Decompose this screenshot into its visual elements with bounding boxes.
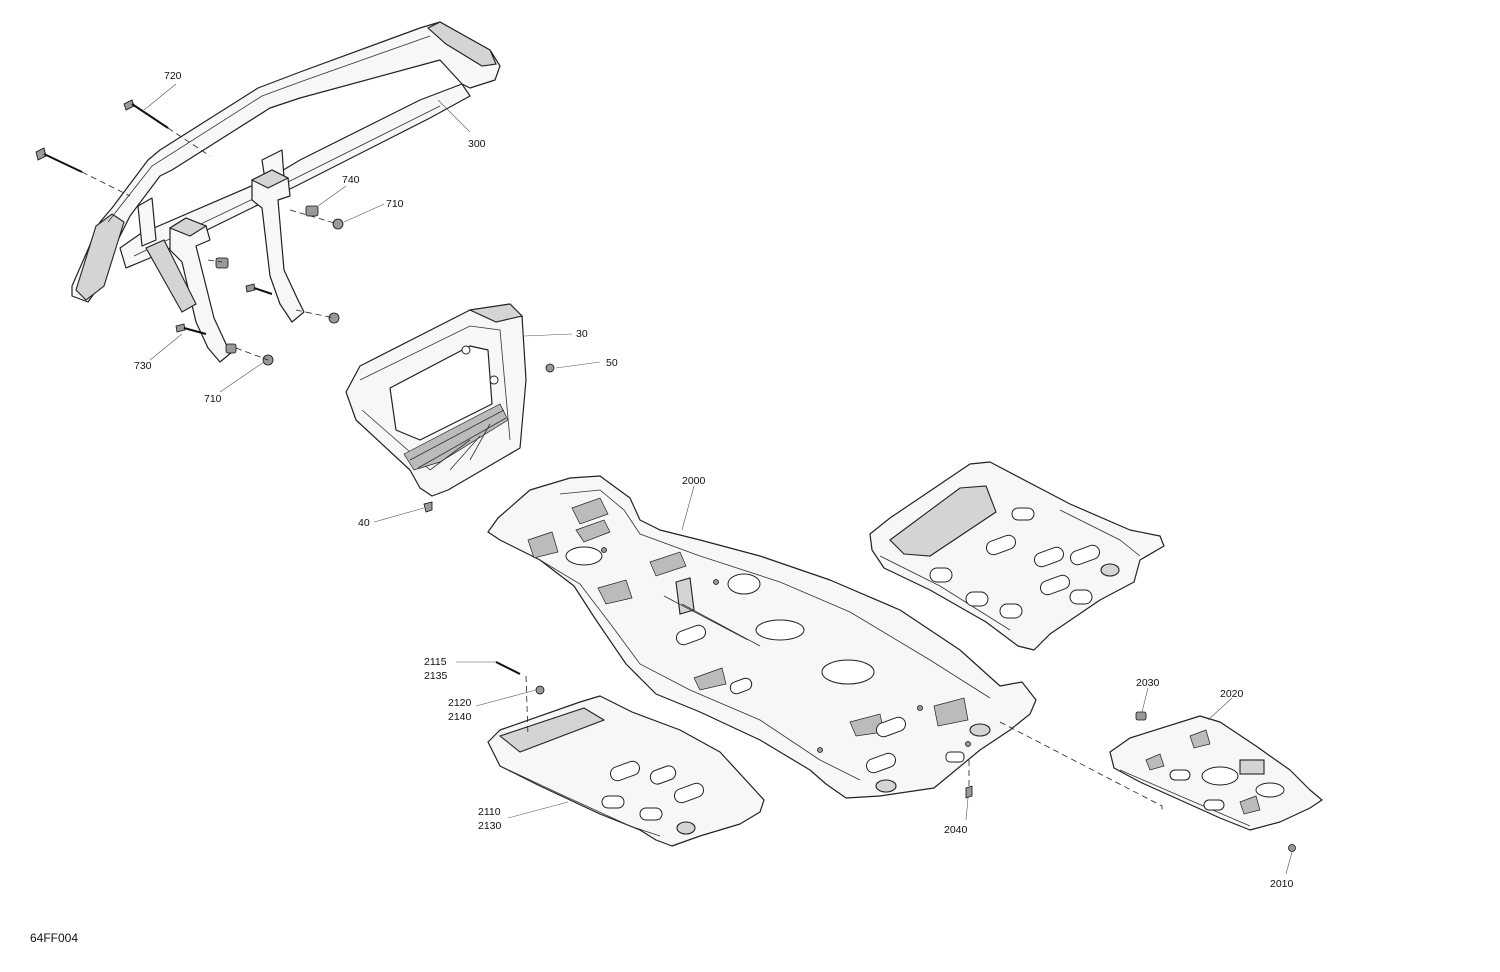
callout-710: 710 <box>386 198 404 210</box>
side-skid-plate <box>487 695 765 847</box>
leader-lines <box>143 83 1293 875</box>
callout-2110: 2110 <box>478 806 501 818</box>
callout-30: 30 <box>576 328 588 340</box>
small-skid-plate <box>1109 715 1323 831</box>
callout-2000: 2000 <box>682 475 706 487</box>
callout-2120: 2120 <box>448 697 472 709</box>
rear-skid-plate <box>869 461 1165 651</box>
callout-2135: 2135 <box>424 670 448 682</box>
callout-2115: 2115 <box>424 656 447 668</box>
figure-code: 64FF004 <box>30 931 78 945</box>
nut-2120 <box>535 685 545 695</box>
bolt-2115 <box>495 661 521 675</box>
fastener-2040 <box>965 785 973 799</box>
fastener-50 <box>545 363 555 373</box>
callout-2020: 2020 <box>1220 688 1244 700</box>
callout-2010: 2010 <box>1270 878 1294 890</box>
callout-50: 50 <box>606 357 618 369</box>
callout-40: 40 <box>358 517 370 529</box>
fastener-2010 <box>1288 844 1296 852</box>
callout-2130: 2130 <box>478 820 502 832</box>
callout-2140: 2140 <box>448 711 472 723</box>
bumper-hardware <box>35 99 344 366</box>
callout-300: 300 <box>468 138 486 150</box>
callout-2030: 2030 <box>1136 677 1160 689</box>
callout-labels: 720 300 740 710 730 710 30 50 40 2000 21… <box>134 70 1294 890</box>
callout-710-lower: 710 <box>204 393 222 405</box>
central-skid-plate <box>487 475 1037 799</box>
callout-2040: 2040 <box>944 824 968 836</box>
front-fascia <box>345 303 527 497</box>
callout-730: 730 <box>134 360 152 372</box>
fastener-40 <box>423 501 433 513</box>
callout-740: 740 <box>342 174 360 186</box>
clip-2030 <box>1135 711 1147 721</box>
fascia-grille <box>403 345 509 471</box>
callout-720: 720 <box>164 70 182 82</box>
front-bumper <box>71 21 501 363</box>
